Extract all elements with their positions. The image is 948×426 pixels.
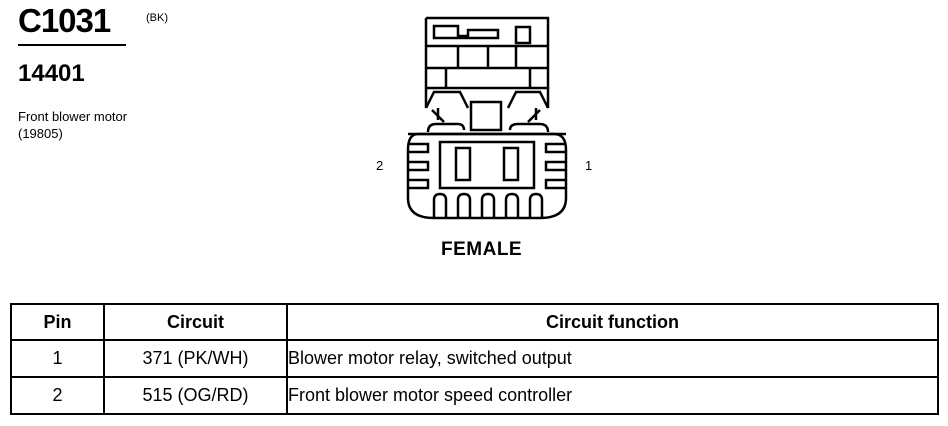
pin-2-marker: 2 xyxy=(376,158,384,173)
connector-description: Front blower motor (19805) xyxy=(18,108,127,142)
connector-body xyxy=(406,122,568,220)
pin-cell: 1 xyxy=(10,339,105,378)
header-circuit-function: Circuit function xyxy=(286,303,939,341)
header-pin: Pin xyxy=(10,303,105,341)
pinout-table: Pin Circuit Circuit function 1 371 (PK/W… xyxy=(10,303,939,415)
title-underline xyxy=(18,44,126,46)
connector-gender-label: FEMALE xyxy=(441,239,523,260)
table-row: 2 515 (OG/RD) Front blower motor speed c… xyxy=(10,376,939,415)
connector-id: C1031 xyxy=(18,2,111,39)
table-header-row: Pin Circuit Circuit function xyxy=(10,303,939,341)
table-row: 1 371 (PK/WH) Blower motor relay, switch… xyxy=(10,339,939,378)
function-cell: Front blower motor speed controller xyxy=(286,376,939,415)
pin-1-marker: 1 xyxy=(585,158,593,173)
pin-cell: 2 xyxy=(10,376,105,415)
description-line-1: Front blower motor xyxy=(18,109,128,124)
connector-face-drawing xyxy=(406,16,568,220)
circuit-cell: 371 (PK/WH) xyxy=(103,339,288,378)
wire-color-code: (BK) xyxy=(146,12,168,24)
part-number: 14401 xyxy=(18,60,85,87)
description-line-2: (19805) xyxy=(18,126,63,141)
header-circuit: Circuit xyxy=(103,303,288,341)
connector-housing-top xyxy=(424,16,550,132)
circuit-cell: 515 (OG/RD) xyxy=(103,376,288,415)
function-cell: Blower motor relay, switched output xyxy=(286,339,939,378)
